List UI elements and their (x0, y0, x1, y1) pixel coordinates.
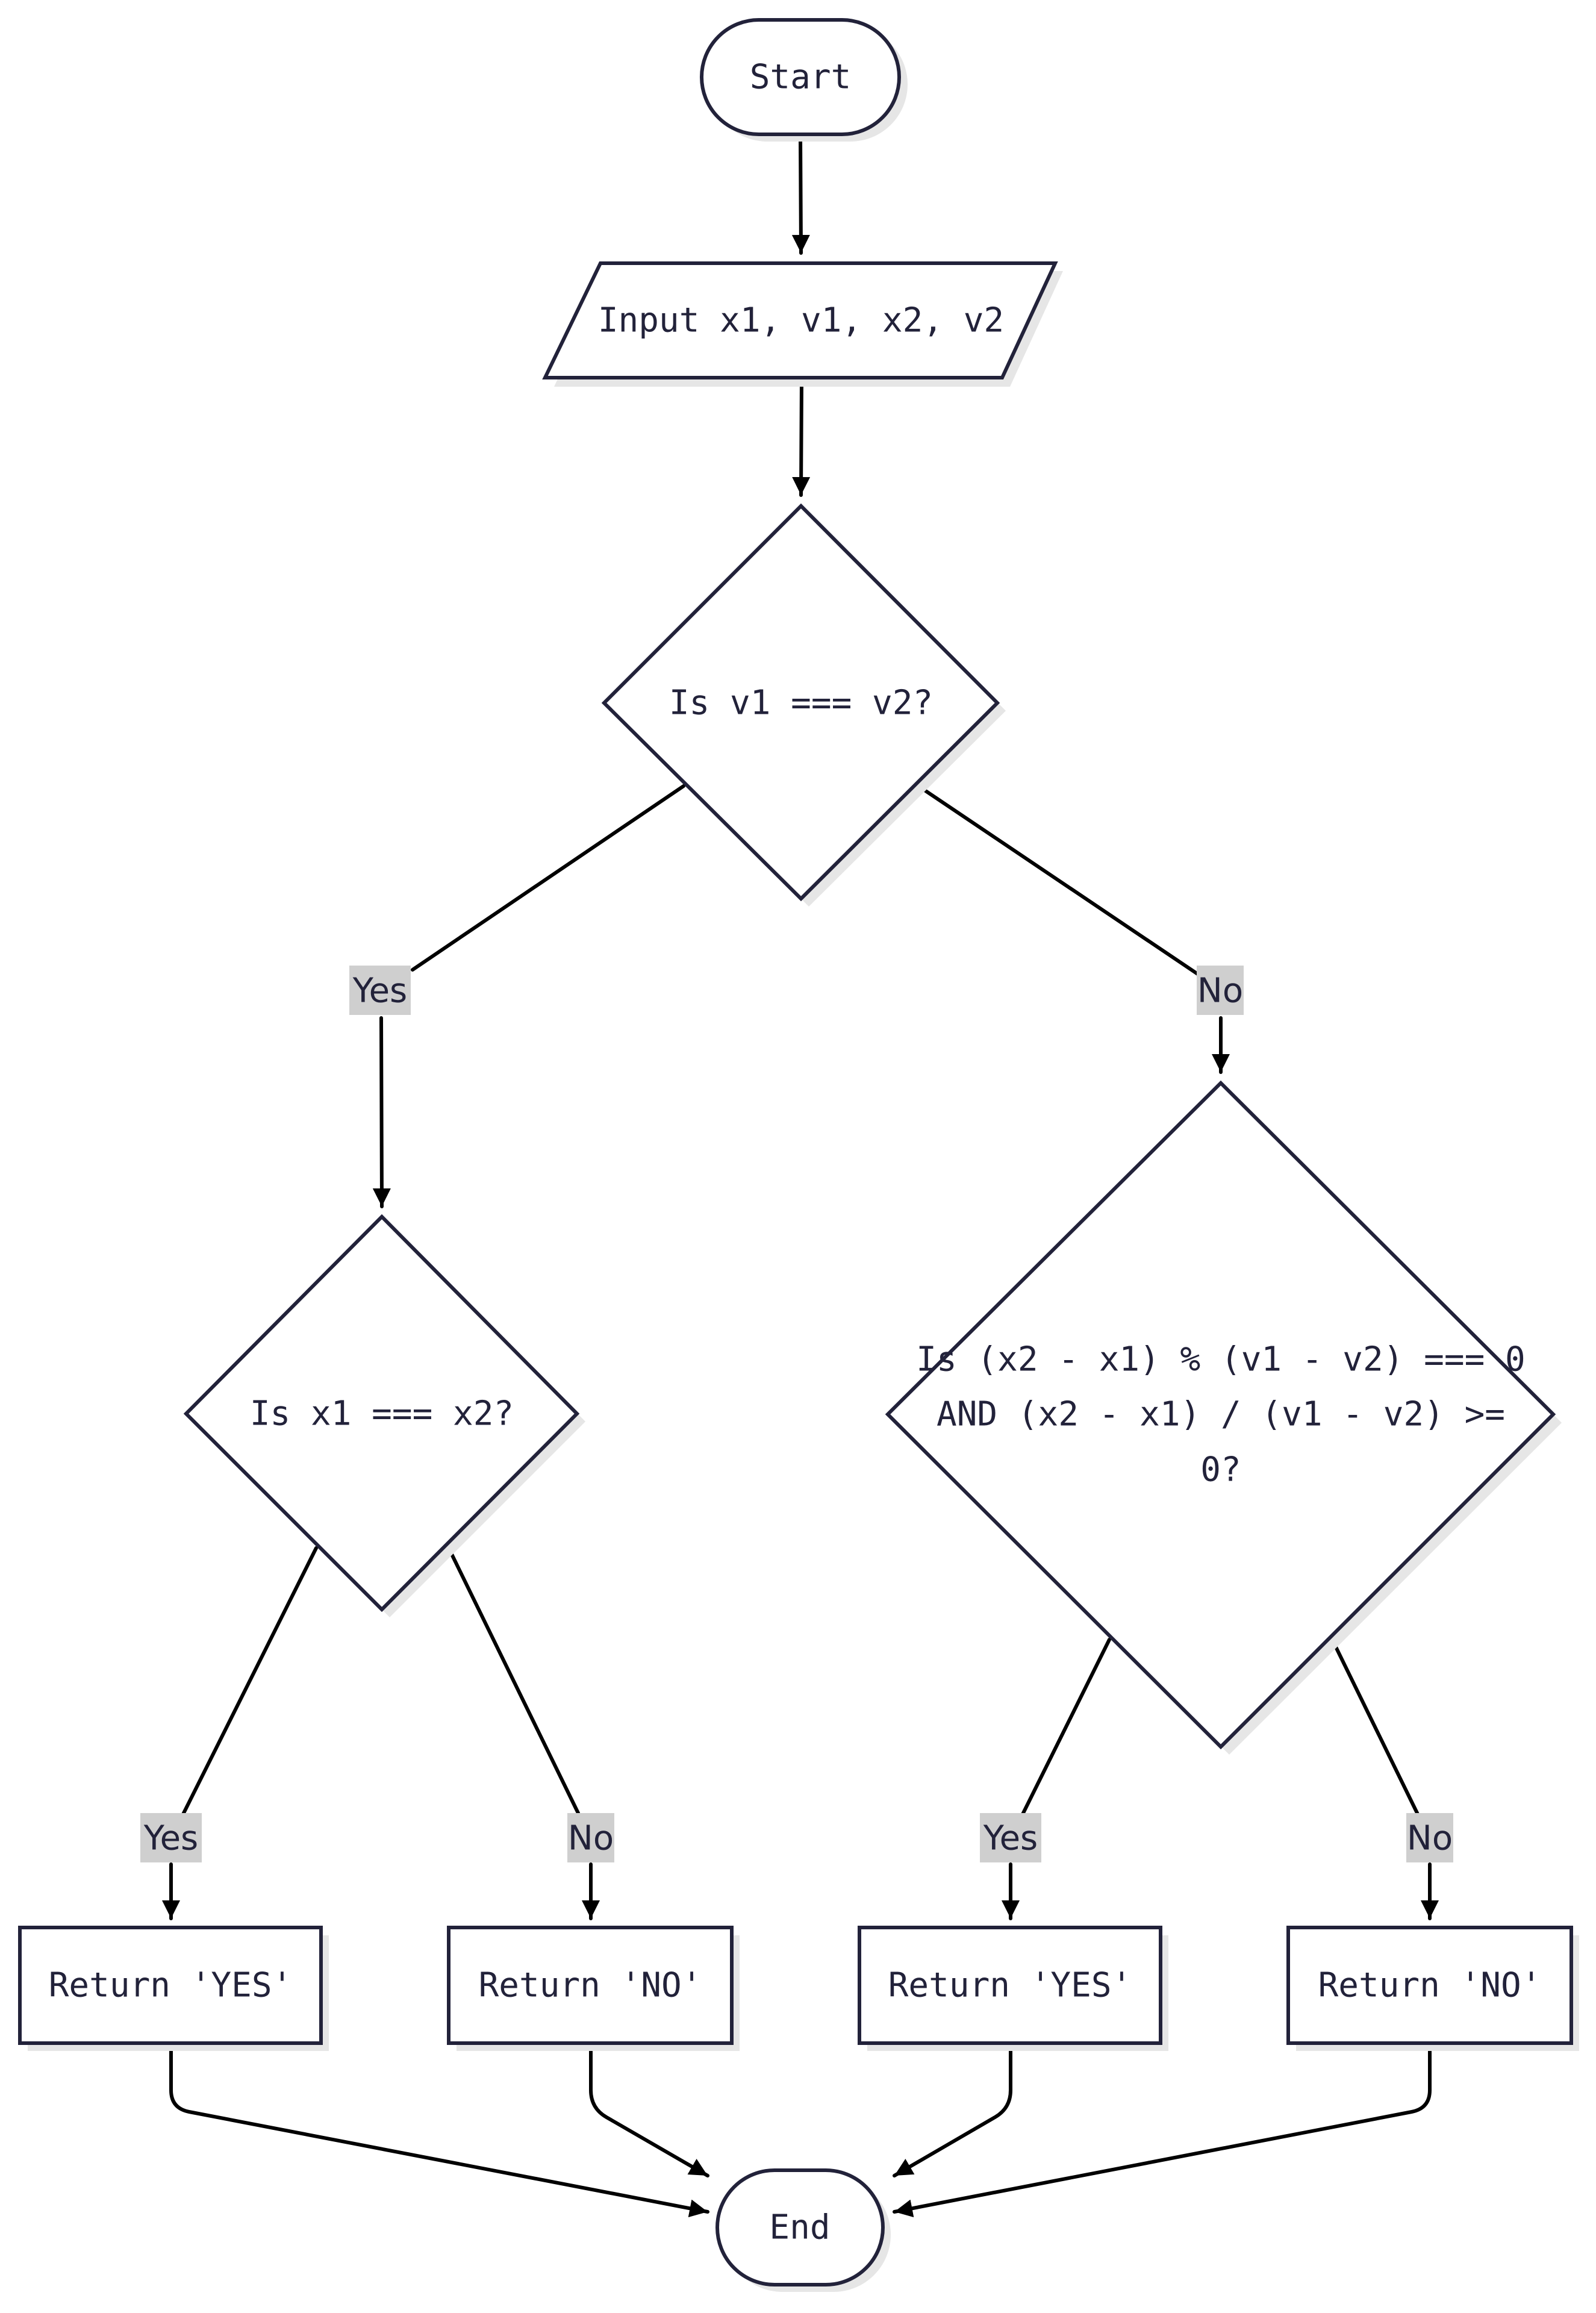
edge-yes2-end (893, 2044, 1012, 2177)
edge-label-position-yes: Yes (140, 1813, 202, 1862)
return-no-1-label: Return 'NO' (479, 1966, 702, 2005)
edge-speed-yes-segment (411, 784, 685, 972)
input-parallelogram (542, 261, 1058, 379)
return-yes-1-label: Return 'YES' (49, 1966, 293, 2005)
edge-position-yes-segment (180, 1546, 318, 1818)
end-terminal (715, 2168, 885, 2286)
node-check-meet: Is (x2 - x1) % (v1 - v2) === 0 AND (x2 -… (885, 1080, 1562, 1755)
edge-meet-no-segment (1330, 1638, 1421, 1818)
start-label: Start (750, 58, 852, 97)
return-yes-2-box (858, 1926, 1162, 2045)
decision-speed-label: Is v1 === v2? (669, 684, 933, 723)
start-terminal (700, 18, 901, 136)
return-yes-1-box (18, 1926, 323, 2045)
edge-speed-no-segment (917, 784, 1200, 976)
decision-meet-diamond (885, 1080, 1556, 1750)
edge-start-input (791, 134, 810, 255)
node-check-speed: Is v1 === v2? (601, 503, 1006, 907)
edge-label-speed-yes-text: Yes (352, 972, 407, 1011)
node-check-position: Is x1 === x2? (183, 1214, 585, 1617)
node-start: Start (700, 18, 908, 142)
edge-label-position-no: No (567, 1813, 614, 1862)
edge-meet-yes-segment (1020, 1638, 1111, 1818)
node-end: End (715, 2168, 891, 2292)
edge-label-meet-yes-text: Yes (983, 1819, 1038, 1858)
node-return-yes-2: Return 'YES' (858, 1926, 1168, 2051)
edge-no2-end (893, 2044, 1432, 2218)
return-no-1-box (447, 1926, 734, 2045)
edge-label-meet-no: No (1406, 1813, 1453, 1862)
end-label: End (769, 2208, 830, 2247)
return-no-2-box (1286, 1926, 1573, 2045)
decision-meet-label-line-2: AND (x2 - x1) / (v1 - v2) >= (937, 1395, 1505, 1434)
edge-label-speed-no: No (1197, 966, 1244, 1015)
decision-meet-label-line-3: 0? (1200, 1450, 1241, 1490)
edge-label-position-no-text: No (568, 1819, 614, 1858)
edge-input-speed (792, 378, 811, 497)
decision-position-label: Is x1 === x2? (250, 1394, 514, 1434)
edge-speed-yes-arrow (372, 1016, 391, 1208)
edges (162, 134, 1439, 2218)
decision-speed-diamond (601, 503, 1000, 902)
node-return-no-1: Return 'NO' (447, 1926, 740, 2051)
node-return-no-2: Return 'NO' (1286, 1926, 1579, 2051)
decision-meet-label-line-1: Is (x2 - x1) % (v1 - v2) === 0 (916, 1340, 1525, 1379)
return-no-2-label: Return 'NO' (1318, 1966, 1542, 2005)
edge-yes1-end (169, 2044, 709, 2218)
edge-position-no-segment (447, 1546, 580, 1815)
decision-position-diamond (183, 1214, 580, 1612)
edge-label-speed-yes: Yes (349, 966, 411, 1015)
edge-label-position-yes-text: Yes (143, 1819, 198, 1858)
return-yes-2-label: Return 'YES' (888, 1966, 1132, 2005)
node-return-yes-1: Return 'YES' (18, 1926, 329, 2051)
edge-no1-end (589, 2044, 709, 2177)
input-label: Input x1, v1, x2, v2 (598, 301, 1004, 340)
edge-label-meet-no-text: No (1407, 1819, 1453, 1858)
edge-label-speed-no-text: No (1197, 972, 1243, 1011)
edge-label-meet-yes: Yes (980, 1813, 1041, 1862)
node-input: Input x1, v1, x2, v2 (542, 261, 1063, 387)
